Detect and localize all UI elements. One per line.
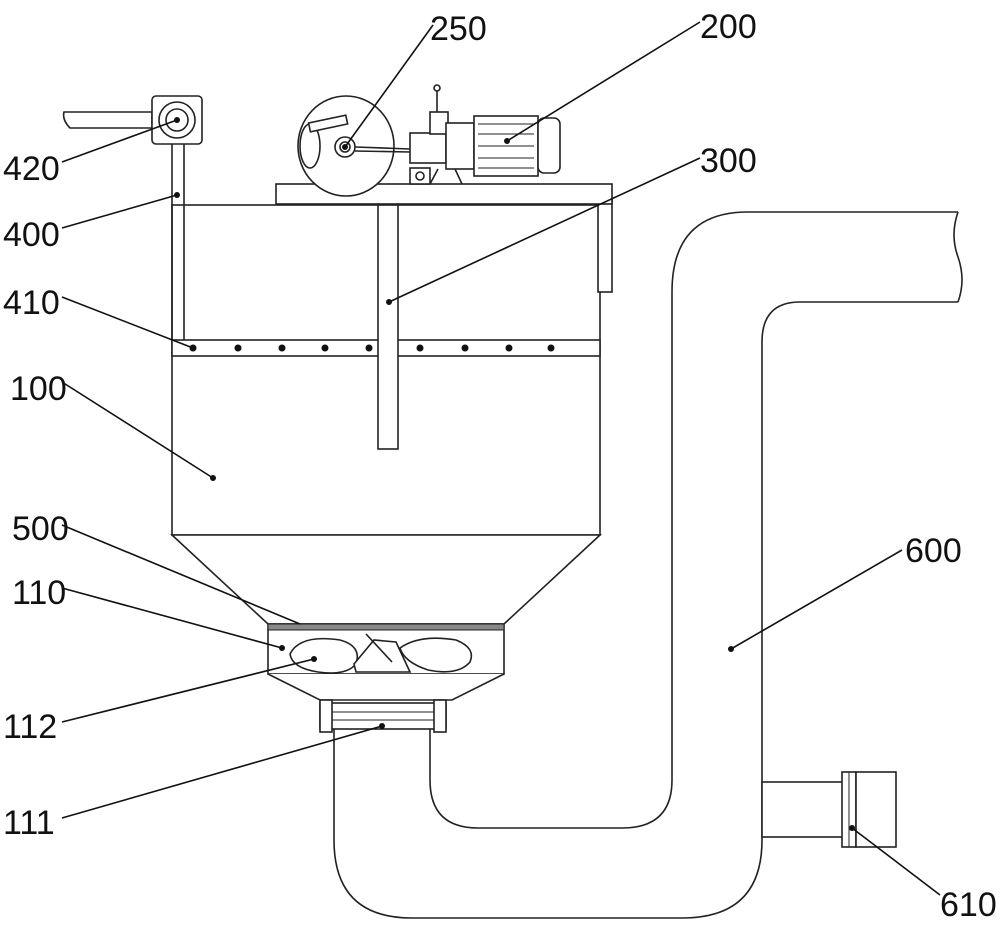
label-112: 112 [3, 708, 57, 746]
label-420: 420 [3, 150, 60, 188]
outlet-610 [761, 771, 897, 848]
label-111: 111 [3, 804, 55, 842]
label-400: 400 [3, 216, 60, 254]
label-500: 500 [12, 510, 69, 548]
label-100: 100 [10, 370, 67, 408]
label-110: 110 [12, 574, 66, 612]
label-600: 600 [905, 532, 962, 570]
pipe-400 [171, 144, 185, 340]
mesh-500 [267, 623, 505, 631]
shaft-300 [377, 204, 399, 450]
pipe-600 [333, 211, 963, 919]
reel-250 [297, 95, 411, 197]
leader-lines [61, 21, 941, 896]
reference-numerals: 250 200 420 400 300 410 100 500 110 600 … [3, 8, 997, 924]
label-250: 250 [430, 10, 487, 48]
label-410: 410 [3, 284, 60, 322]
label-200: 200 [700, 8, 757, 46]
label-610: 610 [940, 886, 997, 924]
label-300: 300 [700, 142, 757, 180]
impeller-112 [289, 633, 473, 674]
motor-200 [409, 84, 561, 185]
